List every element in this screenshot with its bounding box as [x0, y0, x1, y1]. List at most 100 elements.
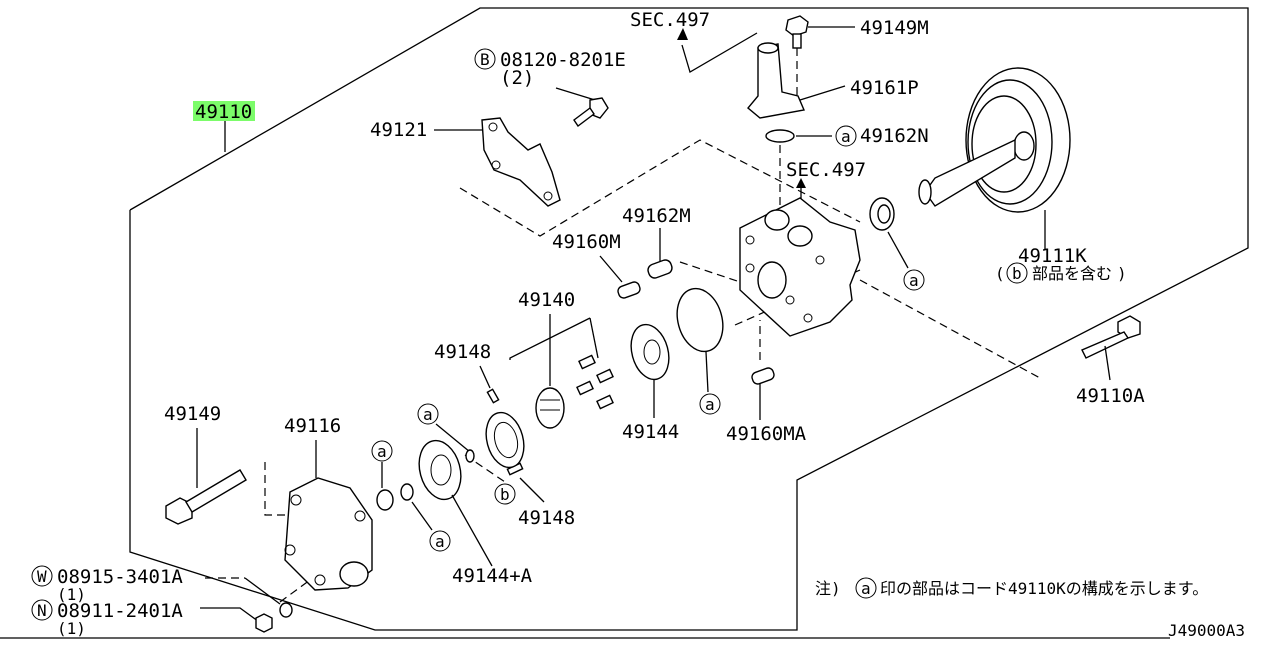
assembly-highlight — [193, 101, 255, 121]
marker-b-pulley: b — [1012, 264, 1022, 283]
label-washer-qty: (1) — [57, 585, 86, 604]
label-bolt-b-qty: (2) — [500, 67, 534, 89]
marker-N-icon — [31, 599, 53, 621]
guide-oring-small — [464, 454, 506, 483]
oring-small-leader-a — [435, 423, 471, 453]
plug-part — [751, 367, 775, 385]
bolt-b-part — [573, 97, 609, 128]
marker-N: N — [37, 601, 47, 620]
plate-part — [630, 323, 670, 381]
marker-a-oring: a — [841, 127, 851, 146]
pulley-note-open: ( — [995, 264, 1005, 283]
marker-a-nut: a — [909, 271, 919, 290]
label-plate-kit[interactable]: 49144+A — [452, 565, 533, 587]
label-pulley[interactable]: 49111K — [1018, 245, 1087, 267]
guide-upper — [459, 139, 861, 237]
marker-W: W — [37, 567, 47, 586]
label-nut[interactable]: 08911-2401A — [57, 600, 183, 622]
valve-part — [617, 281, 641, 299]
label-bolt-left[interactable]: 49149 — [164, 403, 221, 425]
oring-top-part — [765, 129, 795, 143]
label-cover[interactable]: 49116 — [284, 415, 341, 437]
nut-leader — [200, 607, 263, 625]
label-pin-lower[interactable]: 49148 — [518, 507, 575, 529]
pulley-part — [918, 67, 1071, 213]
bolt-right-part — [1081, 315, 1141, 359]
marker-a-small: a — [423, 405, 433, 424]
washer-part — [279, 602, 293, 618]
oring-small-part — [465, 449, 475, 463]
guide-nut — [279, 579, 311, 603]
pump-body-part — [739, 197, 861, 337]
label-sec-top[interactable]: SEC.497 — [630, 9, 710, 31]
label-rotor[interactable]: 49140 — [518, 289, 575, 311]
footnote-pre: 注) — [815, 579, 841, 598]
marker-a-gasket-icon — [699, 393, 721, 415]
label-assembly[interactable]: 49110 — [195, 101, 252, 123]
pin-upper-part — [486, 388, 500, 404]
guide-right — [859, 279, 1041, 379]
marker-a-nut-icon — [903, 269, 925, 291]
label-valve[interactable]: 49160M — [552, 231, 621, 253]
gasket-part — [676, 287, 724, 353]
bracket-hole-2 — [491, 160, 501, 170]
marker-a-footnote: a — [861, 579, 871, 598]
label-sec-mid[interactable]: SEC.497 — [786, 159, 866, 181]
tube-leader — [799, 85, 846, 101]
label-bolt-b[interactable]: 08120-8201E — [500, 49, 626, 71]
label-oring-top[interactable]: 49162N — [860, 125, 929, 147]
marker-W-icon — [31, 565, 53, 587]
label-bolt-right[interactable]: 49110A — [1076, 385, 1145, 407]
cam-ring-part — [485, 411, 525, 469]
rotor-part — [535, 387, 565, 429]
cover-part — [284, 477, 373, 591]
side-plate-part — [418, 439, 462, 501]
label-bracket[interactable]: 49121 — [370, 119, 427, 141]
bracket-hole-1 — [488, 122, 498, 132]
oring-cover-leader — [411, 501, 433, 531]
pin-lower-leader — [519, 477, 545, 503]
marker-B-icon — [474, 48, 496, 70]
bolt-top-part — [785, 15, 809, 49]
rotor-leader-1 — [509, 317, 591, 360]
bolt-right-leader — [1104, 345, 1111, 381]
sec-top-leader — [681, 32, 758, 73]
sec-mid-arrow-icon — [796, 178, 806, 188]
side-plate-leader — [451, 494, 493, 567]
marker-a-footnote-icon — [855, 577, 877, 599]
pulley-note-close: ) — [1117, 264, 1127, 283]
label-plate[interactable]: 49144 — [622, 421, 679, 443]
rotor-leader-3 — [589, 317, 599, 359]
marker-a-small-icon — [417, 403, 439, 425]
bolt-left-part — [165, 469, 247, 525]
pin-upper-leader — [479, 365, 491, 389]
washer-leader — [244, 577, 281, 605]
pulley-nut-leader — [887, 231, 909, 269]
spring-part — [647, 259, 673, 279]
marker-a-seal: a — [377, 442, 387, 461]
label-bolt-top[interactable]: 49149M — [860, 17, 929, 39]
nut-part — [255, 613, 273, 633]
marker-b-pulley-icon — [1006, 262, 1028, 284]
drawing-id: J49000A3 — [1168, 621, 1245, 640]
oring-cover-part — [400, 483, 414, 501]
label-spring[interactable]: 49162M — [622, 205, 691, 227]
guide-bolt-left — [264, 462, 292, 516]
marker-b-small: b — [500, 485, 510, 504]
label-tube[interactable]: 49161P — [850, 77, 919, 99]
valve-leader — [599, 255, 623, 283]
gasket-leader — [705, 351, 709, 393]
vanes-part — [576, 354, 614, 410]
marker-a-seal-icon — [371, 440, 393, 462]
marker-a-cover-icon — [429, 530, 451, 552]
label-plug[interactable]: 49160MA — [726, 423, 807, 445]
seal-part — [376, 489, 394, 511]
label-washer[interactable]: 08915-3401A — [57, 566, 183, 588]
bracket-hole-3 — [543, 191, 553, 201]
footnote-text: 印の部品はコード49110Kの構成を示します。 — [880, 579, 1208, 598]
pulley-note: 部品を含む — [1032, 264, 1112, 283]
guide-spring — [679, 261, 741, 283]
marker-a-gasket: a — [705, 395, 715, 414]
label-pin-upper[interactable]: 49148 — [434, 341, 491, 363]
